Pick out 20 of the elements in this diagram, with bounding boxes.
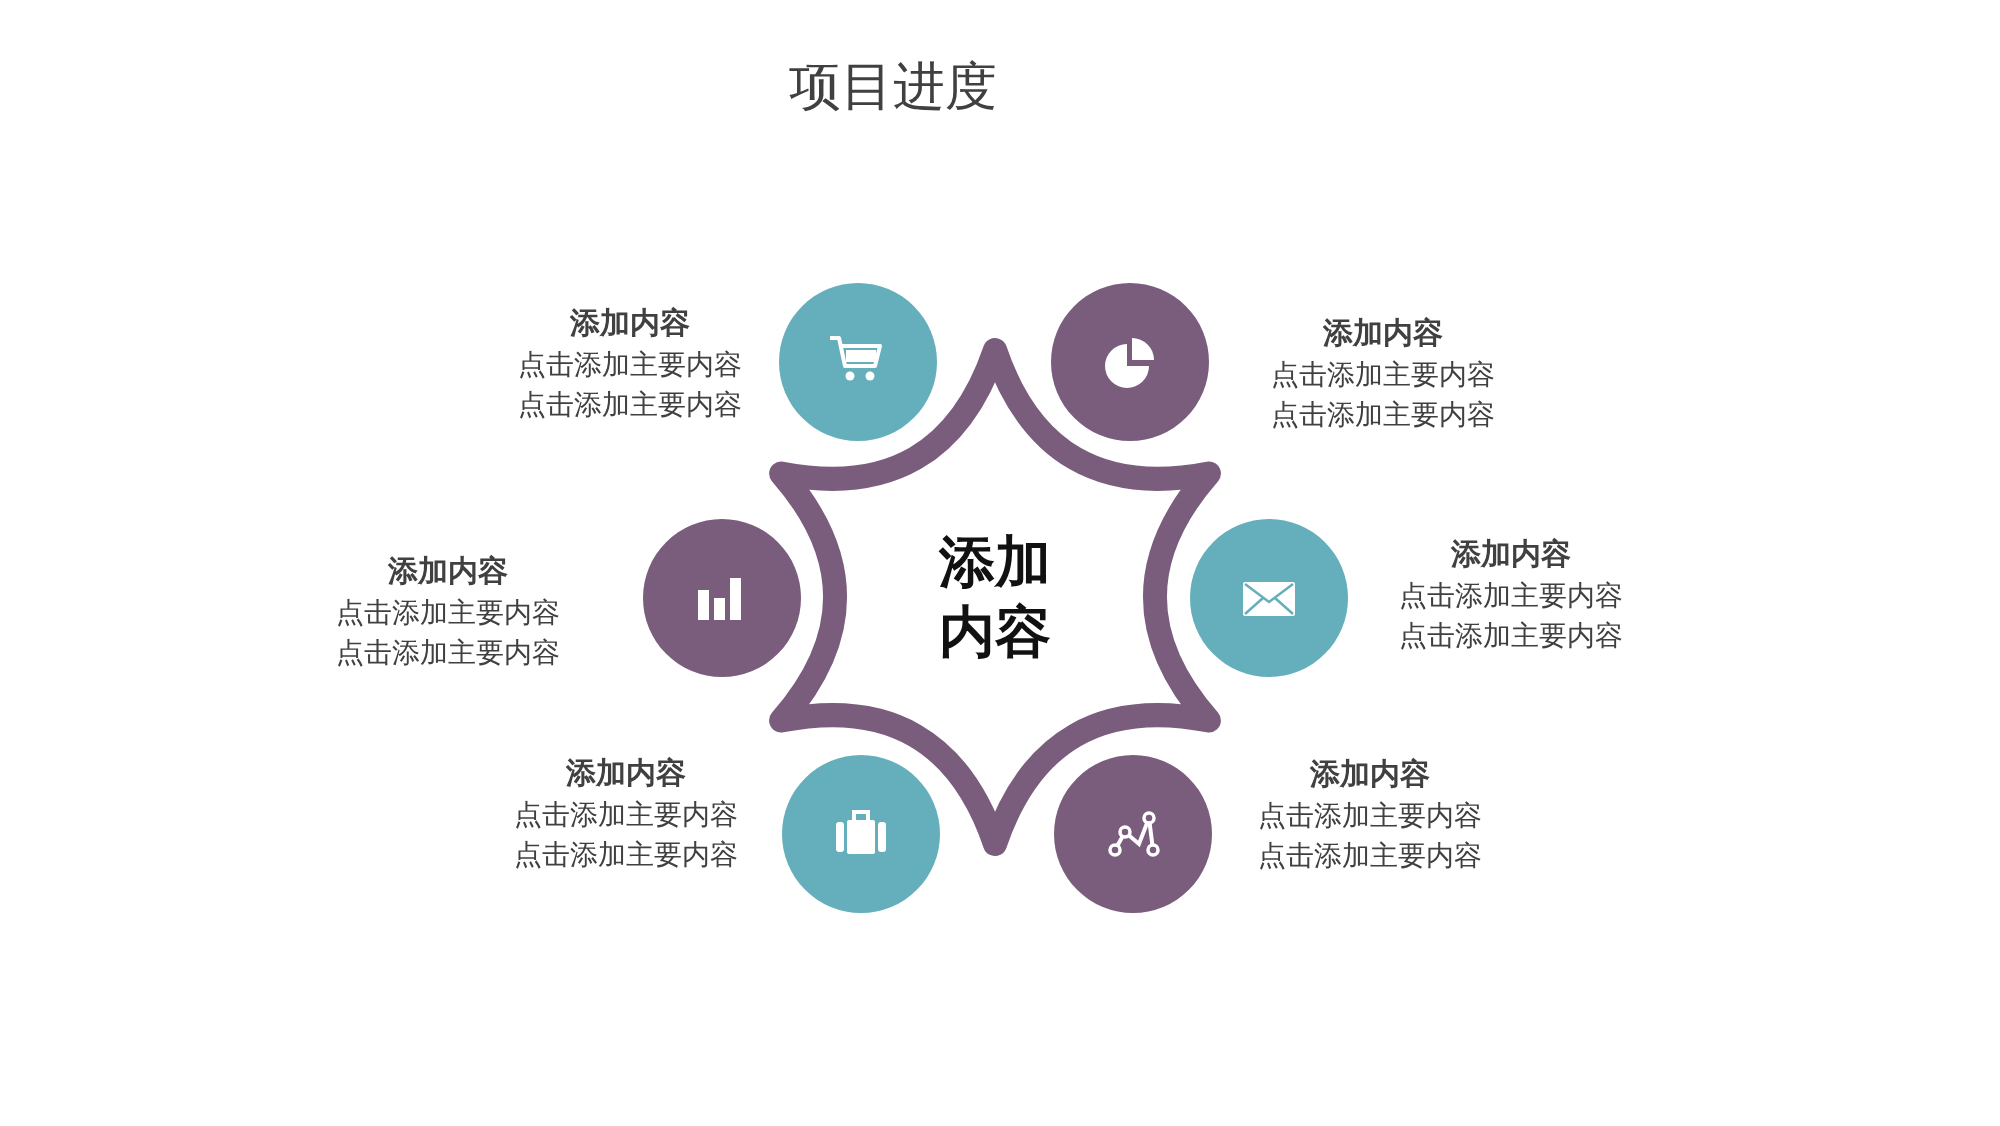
item-heading: 添加内容 (1451, 535, 1571, 573)
item-text: 点击添加主要内容 (1258, 798, 1482, 834)
item-text: 点击添加主要内容 (1271, 357, 1495, 393)
item-heading: 添加内容 (570, 304, 690, 342)
item-heading: 添加内容 (1310, 755, 1430, 793)
item-text: 点击添加主要内容 (1258, 838, 1482, 874)
item-text: 点击添加主要内容 (518, 347, 742, 383)
item-text: 点击添加主要内容 (1399, 578, 1623, 614)
item-text: 点击添加主要内容 (514, 837, 738, 873)
item-text: 点击添加主要内容 (514, 797, 738, 833)
item-text: 点击添加主要内容 (518, 387, 742, 423)
item-heading: 添加内容 (566, 754, 686, 792)
title: 项目进度 (789, 55, 997, 118)
item-text: 点击添加主要内容 (1399, 618, 1623, 654)
item-text: 点击添加主要内容 (1271, 397, 1495, 433)
center-label: 添加内容 (935, 527, 1055, 667)
item-text: 点击添加主要内容 (336, 635, 560, 671)
item-heading: 添加内容 (1323, 314, 1443, 352)
item-heading: 添加内容 (388, 552, 508, 590)
item-text: 点击添加主要内容 (336, 595, 560, 631)
